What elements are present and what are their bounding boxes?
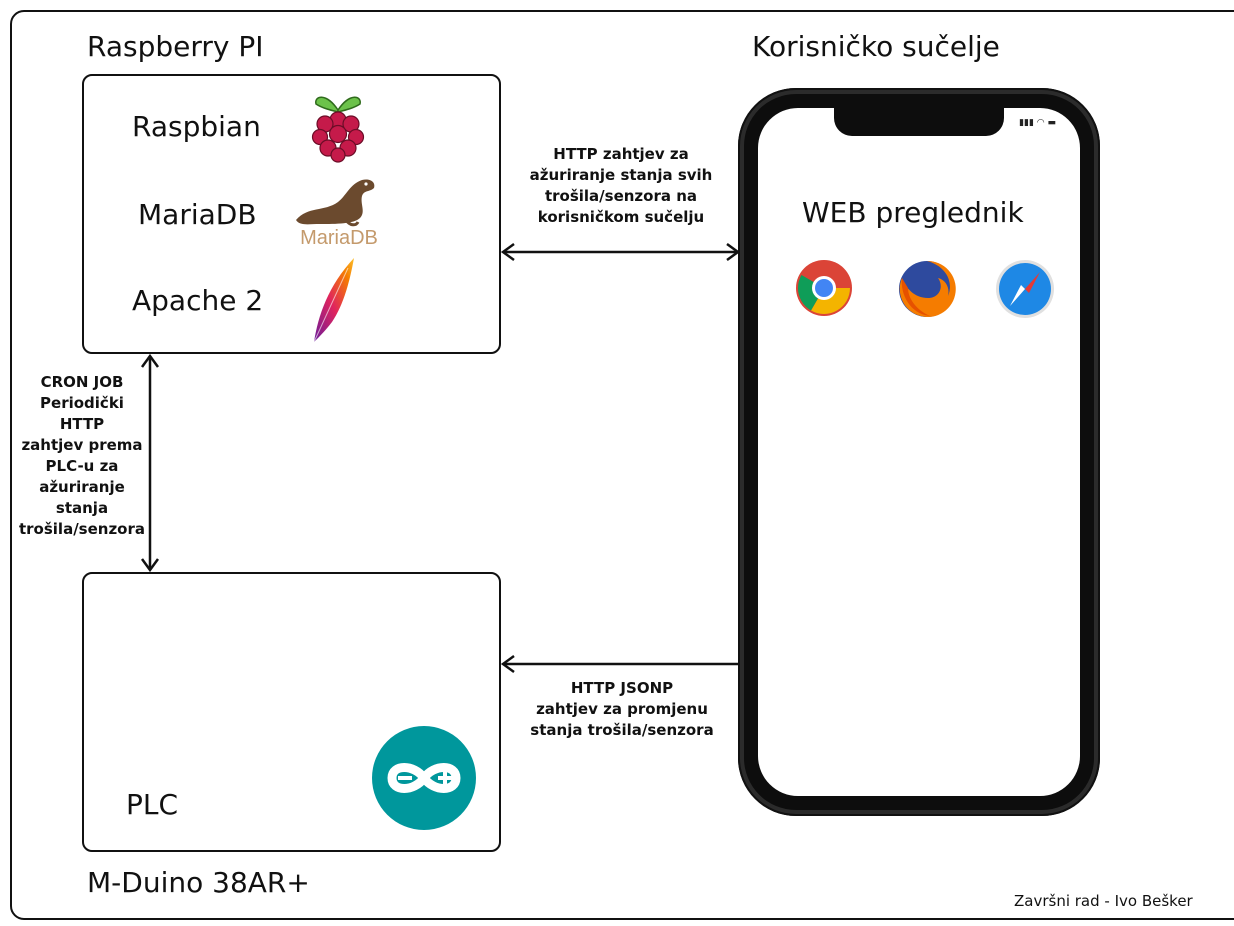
plc-label: PLC xyxy=(126,788,179,821)
apache-feather-icon xyxy=(313,258,354,343)
cron-note: CRON JOB Periodički HTTP zahtjev prema P… xyxy=(18,373,146,538)
diagram-frame xyxy=(10,10,1234,920)
smartphone: ▮▮▮ ◠ ▬ WEB preglednik xyxy=(738,88,1100,816)
plc-device-title: M-Duino 38AR+ xyxy=(87,866,310,899)
ui-pi-note: HTTP zahtjev za ažuriranje stanja svih t… xyxy=(529,145,713,226)
firefox-icon xyxy=(899,260,956,317)
phone-notch xyxy=(834,108,1004,136)
raspberry-pi-box: Raspbian MariaDB Apache 2 MariaDB xyxy=(82,74,501,354)
ui-plc-note: HTTP JSONP zahtjev za promjenu stanja tr… xyxy=(530,679,714,739)
raspbian-label: Raspbian xyxy=(132,110,261,143)
web-browser-title: WEB preglednik xyxy=(802,196,1024,229)
user-interface-title: Korisničko sučelje xyxy=(752,30,1000,63)
status-icons: ▮▮▮ ◠ ▬ xyxy=(1019,118,1056,128)
apache-label: Apache 2 xyxy=(132,284,264,317)
arduino-icon xyxy=(372,726,476,830)
mariadb-label: MariaDB xyxy=(138,198,257,231)
mariadb-seal-icon: MariaDB xyxy=(296,179,378,249)
safari-icon xyxy=(996,260,1054,318)
mariadb-logo-text: MariaDB xyxy=(300,227,378,249)
footer-credit: Završni rad - Ivo Bešker xyxy=(1014,892,1193,910)
raspberry-pi-title: Raspberry PI xyxy=(87,30,264,63)
phone-screen: ▮▮▮ ◠ ▬ WEB preglednik xyxy=(758,108,1080,796)
raspberry-pi-icon xyxy=(311,96,365,163)
chrome-icon xyxy=(796,260,852,316)
plc-box: PLC xyxy=(82,572,501,852)
